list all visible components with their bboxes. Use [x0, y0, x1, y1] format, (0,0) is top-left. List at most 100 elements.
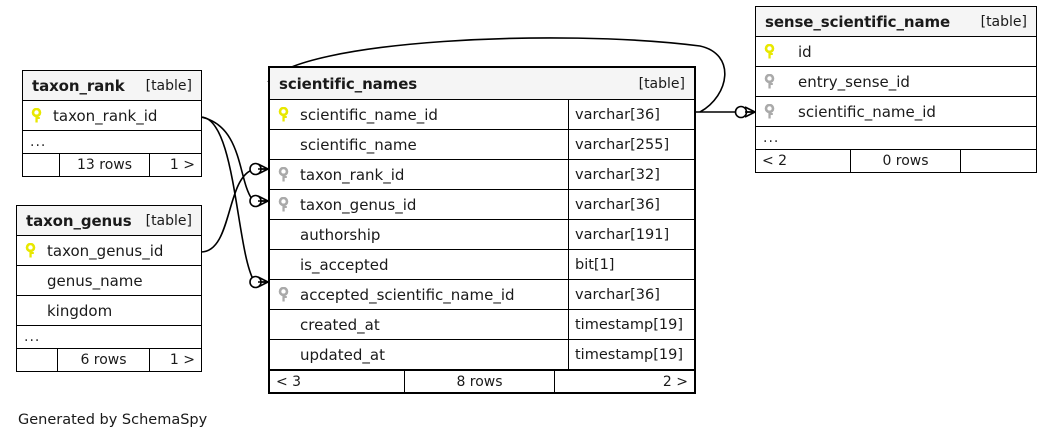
- column-row-genus-name[interactable]: genus_name: [17, 266, 201, 296]
- column-name-cell: entry_sense_id: [756, 67, 1036, 96]
- column-label: updated_at: [300, 345, 385, 364]
- column-label: taxon_rank_id: [300, 165, 405, 184]
- more-columns-indicator: ...: [23, 131, 201, 154]
- column-type: varchar[191]: [568, 220, 694, 249]
- column-type: varchar[36]: [568, 280, 694, 309]
- primary-key-icon: [31, 107, 49, 124]
- primary-key-icon: [25, 242, 43, 259]
- column-label: taxon_rank_id: [53, 106, 158, 125]
- column-row-authorship[interactable]: authorship varchar[191]: [270, 220, 694, 250]
- table-header-scientific-names: scientific_names [table]: [270, 68, 694, 100]
- foreign-key-icon: [764, 103, 782, 120]
- column-name-cell: scientific_name_id: [756, 97, 1036, 126]
- table-type-tag: [table]: [145, 212, 192, 229]
- table-taxon-rank[interactable]: taxon_rank [table] taxon_rank_id ... 13 …: [22, 70, 202, 177]
- footer-row-count: 13 rows: [59, 154, 149, 176]
- column-row-taxon-genus-id[interactable]: taxon_genus_id: [17, 236, 201, 266]
- column-row-taxon-genus-id[interactable]: taxon_genus_id varchar[36]: [270, 190, 694, 220]
- column-name-cell: kingdom: [17, 296, 201, 325]
- column-type: varchar[36]: [568, 100, 694, 129]
- table-taxon-genus[interactable]: taxon_genus [table] taxon_genus_id genus…: [16, 205, 202, 372]
- column-row-taxon-rank-id[interactable]: taxon_rank_id: [23, 101, 201, 131]
- foreign-key-icon: [278, 166, 296, 183]
- column-type: timestamp[19]: [568, 310, 694, 339]
- table-title: taxon_rank: [32, 76, 125, 95]
- column-name-cell: taxon_genus_id: [17, 236, 201, 265]
- column-type: bit[1]: [568, 250, 694, 279]
- column-row-scientific-name[interactable]: scientific_name varchar[255]: [270, 130, 694, 160]
- table-footer-scientific-names: < 3 8 rows 2 >: [270, 370, 694, 392]
- column-row-scientific-name-id[interactable]: scientific_name_id varchar[36]: [270, 100, 694, 130]
- table-title: sense_scientific_name: [765, 12, 951, 31]
- column-label: accepted_scientific_name_id: [300, 285, 515, 304]
- table-type-tag: [table]: [638, 75, 685, 92]
- generated-by-caption: Generated by SchemaSpy: [18, 412, 208, 428]
- column-row-created-at[interactable]: created_at timestamp[19]: [270, 310, 694, 340]
- footer-row-count: 0 rows: [850, 150, 960, 172]
- primary-key-icon: [764, 43, 782, 60]
- column-name-cell: id: [756, 37, 1036, 66]
- footer-next-page[interactable]: 2 >: [554, 371, 694, 392]
- table-title: scientific_names: [279, 74, 418, 93]
- column-label: kingdom: [47, 301, 113, 320]
- column-label: genus_name: [47, 271, 143, 290]
- column-type: timestamp[19]: [568, 340, 694, 369]
- column-type: varchar[32]: [568, 160, 694, 189]
- column-label: taxon_genus_id: [47, 241, 164, 260]
- footer-next-page[interactable]: 1 >: [149, 154, 201, 176]
- column-label: scientific_name_id: [300, 105, 438, 124]
- table-type-tag: [table]: [980, 13, 1027, 30]
- column-row-accepted-scientific-name-id[interactable]: accepted_scientific_name_id varchar[36]: [270, 280, 694, 310]
- column-label: id: [798, 42, 812, 61]
- column-name-cell: accepted_scientific_name_id: [270, 280, 568, 309]
- column-row-taxon-rank-id[interactable]: taxon_rank_id varchar[32]: [270, 160, 694, 190]
- table-header-taxon-rank: taxon_rank [table]: [23, 71, 201, 101]
- footer-row-count: 6 rows: [57, 349, 149, 371]
- column-name-cell: is_accepted: [270, 250, 568, 279]
- column-type: varchar[36]: [568, 190, 694, 219]
- foreign-key-icon: [764, 73, 782, 90]
- foreign-key-icon: [278, 196, 296, 213]
- table-header-sense-scientific-name: sense_scientific_name [table]: [756, 7, 1036, 37]
- table-title: taxon_genus: [26, 211, 132, 230]
- edge-taxon-genus-to-scientific-names: [200, 162, 269, 253]
- column-label: authorship: [300, 225, 381, 244]
- table-scientific-names[interactable]: scientific_names [table] scientific_name…: [268, 66, 696, 394]
- column-name-cell: taxon_rank_id: [23, 101, 201, 130]
- footer-next-page[interactable]: 1 >: [149, 349, 201, 371]
- footer-prev-page[interactable]: < 3: [276, 373, 302, 390]
- edge-scientific-names-to-sense: [696, 105, 756, 119]
- column-row-scientific-name-id[interactable]: scientific_name_id: [756, 97, 1036, 127]
- column-row-kingdom[interactable]: kingdom: [17, 296, 201, 326]
- footer-prev-page[interactable]: [17, 349, 57, 371]
- column-name-cell: scientific_name_id: [270, 100, 568, 129]
- column-label: taxon_genus_id: [300, 195, 417, 214]
- column-label: is_accepted: [300, 255, 389, 274]
- column-name-cell: authorship: [270, 220, 568, 249]
- column-label: scientific_name: [300, 135, 417, 154]
- footer-row-count: 8 rows: [404, 371, 554, 392]
- table-footer-sense-scientific-name: < 2 0 rows: [756, 150, 1036, 172]
- column-name-cell: taxon_rank_id: [270, 160, 568, 189]
- edge-taxon-rank-to-scientific-names: [200, 116, 269, 289]
- table-sense-scientific-name[interactable]: sense_scientific_name [table] id: [755, 6, 1037, 173]
- column-name-cell: taxon_genus_id: [270, 190, 568, 219]
- column-row-is-accepted[interactable]: is_accepted bit[1]: [270, 250, 694, 280]
- more-columns-indicator: ...: [17, 326, 201, 349]
- footer-next-page[interactable]: [960, 150, 1036, 172]
- column-label: entry_sense_id: [798, 72, 910, 91]
- more-columns-indicator: ...: [756, 127, 1036, 150]
- column-row-updated-at[interactable]: updated_at timestamp[19]: [270, 340, 694, 370]
- table-footer-taxon-genus: 6 rows 1 >: [17, 349, 201, 371]
- column-row-id[interactable]: id: [756, 37, 1036, 67]
- table-footer-taxon-rank: 13 rows 1 >: [23, 154, 201, 176]
- column-label: created_at: [300, 315, 380, 334]
- table-header-taxon-genus: taxon_genus [table]: [17, 206, 201, 236]
- footer-prev-page[interactable]: < 2: [762, 153, 788, 169]
- column-row-entry-sense-id[interactable]: entry_sense_id: [756, 67, 1036, 97]
- edge-taxon-rank-crossing: [200, 116, 269, 208]
- primary-key-icon: [278, 106, 296, 123]
- table-type-tag: [table]: [145, 77, 192, 94]
- footer-prev-page[interactable]: [23, 154, 59, 176]
